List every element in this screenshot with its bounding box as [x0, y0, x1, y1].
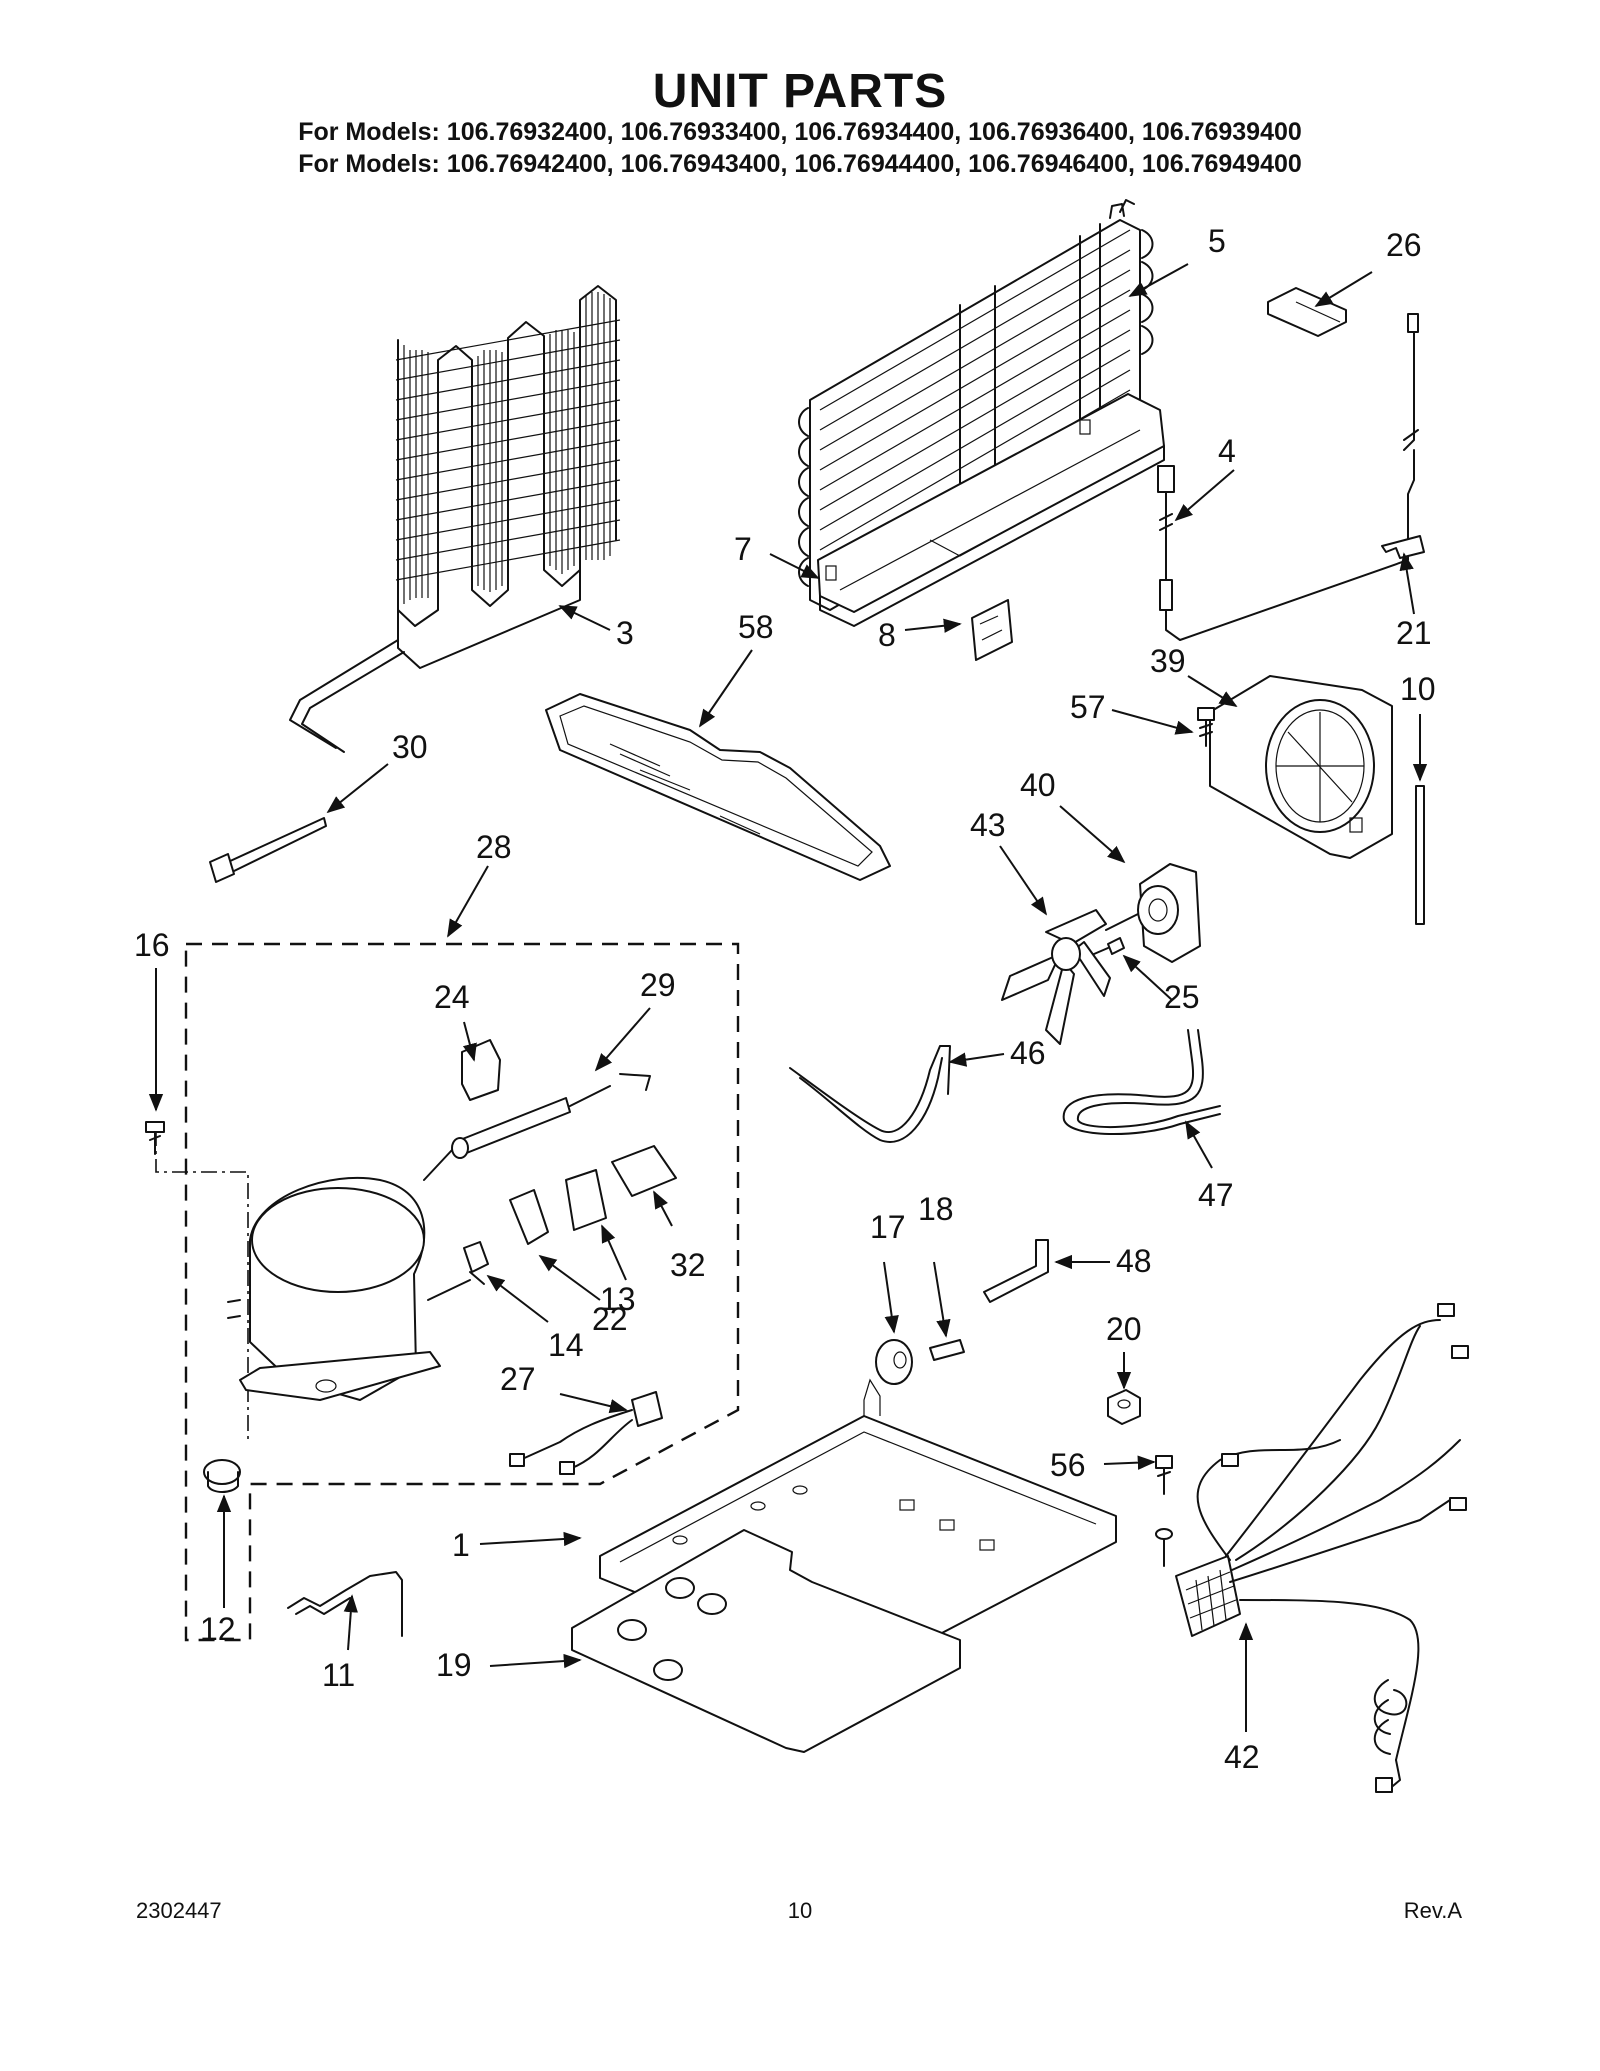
callout-40: 40	[1020, 767, 1056, 803]
drain-pan-illustration	[545, 693, 891, 881]
drain-trough-illustration	[817, 393, 1165, 627]
models-line-1: For Models: 106.76932400, 106.76933400, …	[298, 118, 1302, 146]
clip-illustration	[1381, 535, 1425, 559]
base-plate-illustration	[571, 1529, 961, 1753]
fan-blade-illustration	[1001, 909, 1111, 1045]
callout-47: 47	[1198, 1177, 1234, 1213]
fan-shroud-illustration	[1209, 675, 1393, 859]
callout-21: 20	[1106, 1311, 1142, 1347]
wire-clip-illustration	[287, 1571, 403, 1637]
screw-57-illustration	[1197, 707, 1215, 747]
callout-58: 58	[738, 609, 774, 645]
bracket-illustration	[971, 599, 1013, 661]
callout-18: 18	[918, 1191, 954, 1227]
roller-illustration	[875, 1339, 965, 1385]
compressor-group-illustration	[145, 942, 740, 1642]
leader-lines	[148, 263, 1428, 1732]
callout-1: 1	[452, 1527, 470, 1563]
callout-46: 46	[1010, 1035, 1046, 1071]
callout-8: 8	[878, 617, 896, 653]
callout-42: 42	[1224, 1739, 1260, 1775]
tube-46-illustration	[789, 1045, 951, 1143]
callout-29: 29	[640, 967, 676, 1003]
callout-32: 32	[670, 1247, 706, 1283]
cover-pad-illustration	[1267, 287, 1347, 337]
callout-11: 11	[322, 1657, 355, 1693]
revision: Rev.A	[1403, 1898, 1462, 1923]
coiled-tube-47-illustration	[1062, 1029, 1221, 1135]
callout-19: 21	[1396, 615, 1432, 651]
doc-number: 2302447	[136, 1898, 222, 1923]
callout-5: 5	[1208, 223, 1226, 259]
models-line-2: For Models: 106.76942400, 106.76943400, …	[298, 150, 1302, 178]
sensor-wire-illustration	[1157, 313, 1419, 641]
callout-13: 14	[548, 1327, 584, 1363]
callout-48: 48	[1116, 1243, 1152, 1279]
screw-25-illustration	[1093, 937, 1125, 955]
callout-39: 39	[1150, 643, 1186, 679]
callout-24: 26	[1386, 227, 1422, 263]
callout-20: 19	[436, 1647, 472, 1683]
callout-labels: 5 26 4 7 8 21 3 58 39 57 10 30 40 43 28 …	[134, 223, 1436, 1775]
nut-illustration	[1107, 1389, 1141, 1425]
callout-25: 25	[1164, 979, 1200, 1015]
callout-14: 12	[200, 1611, 236, 1647]
condenser-coil-illustration	[289, 285, 621, 753]
callout-56: 56	[1050, 1447, 1086, 1483]
callout-28: 28	[476, 829, 512, 865]
callout-30: 30	[392, 729, 428, 765]
cable-tie-illustration	[209, 817, 327, 883]
callout-27: 27	[500, 1361, 536, 1397]
callout-4: 4	[1218, 433, 1236, 469]
callout-43: 43	[970, 807, 1006, 843]
callout-16: 16	[134, 927, 170, 963]
callout-26: 24	[434, 979, 470, 1015]
callout-10: 10	[1400, 671, 1436, 707]
page-number: 10	[787, 1898, 813, 1923]
callout-3: 3	[616, 615, 634, 651]
tube-48-illustration	[983, 1239, 1049, 1303]
callout-22: 22	[592, 1301, 628, 1337]
evaporator-illustration	[798, 199, 1154, 611]
wire-harness-illustration	[1175, 1303, 1469, 1793]
callout-7: 7	[734, 531, 752, 567]
page-title: UNIT PARTS	[652, 65, 948, 118]
strip-illustration	[1415, 785, 1425, 925]
callout-12: 13	[600, 1281, 636, 1317]
fan-motor-illustration	[1105, 863, 1201, 963]
callout-17: 17	[870, 1209, 906, 1245]
screw-56-illustration	[1155, 1455, 1173, 1567]
callout-57: 57	[1070, 689, 1106, 725]
